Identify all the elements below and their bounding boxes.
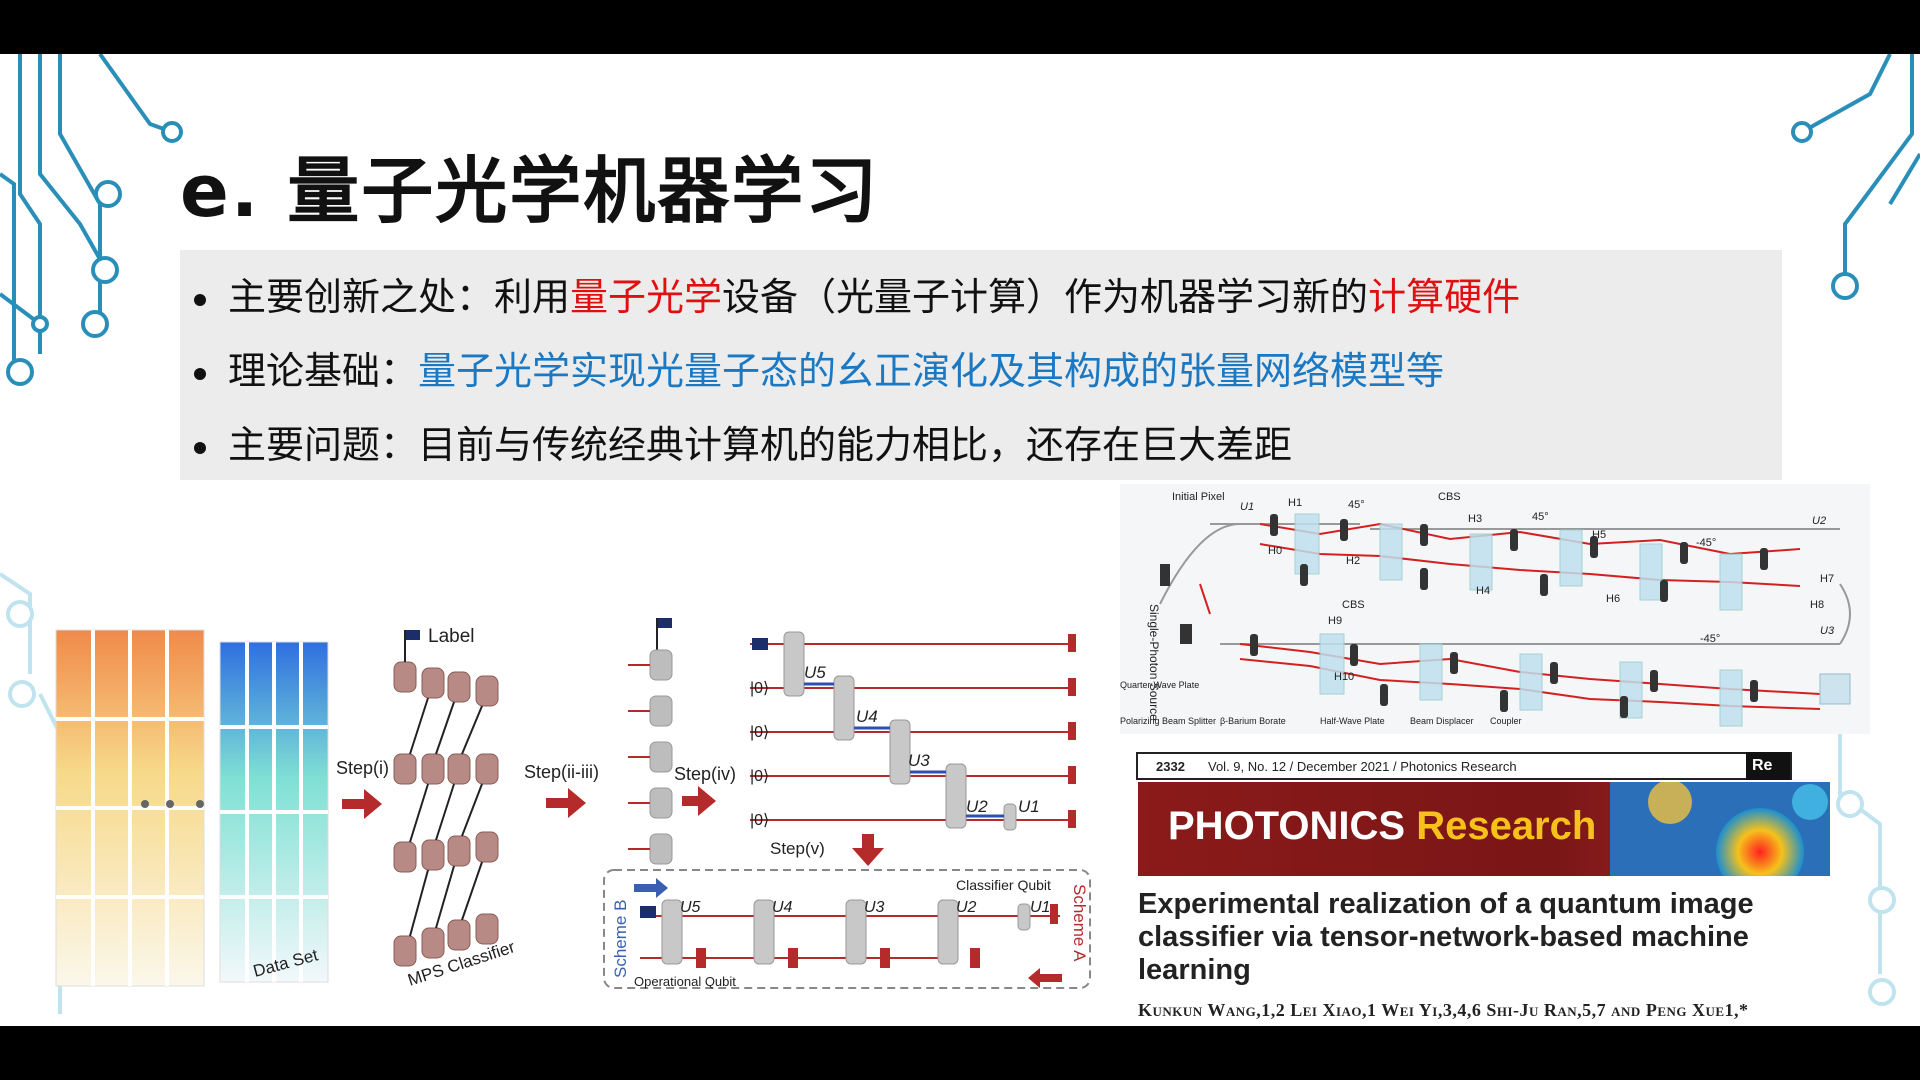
barium-borate-label: β-Barium Borate [1220, 716, 1286, 726]
bullet-text: 利用 [494, 275, 571, 319]
h7-label: H7 [1820, 573, 1834, 585]
h5-label: H5 [1592, 529, 1606, 541]
bullet-highlight-red: 量子光学 [570, 275, 723, 319]
unitary-u2-label: U2 [966, 797, 988, 816]
optics-u3-label: U3 [1820, 625, 1835, 637]
bullet-innovation: 主要创新之处：利用量子光学设备（光量子计算）作为机器学习新的计算硬件 [194, 266, 1520, 321]
scheme-u1-label: U1 [1030, 899, 1050, 916]
bullet-highlight-blue: 量子光学实现光量子态的幺正演化及其构成的张量网络模型等 [418, 349, 1445, 393]
journal-name-highlight: Research [1416, 804, 1597, 848]
bullet-text: 目前与传统经典计算机的能力相比，还存在巨大差距 [418, 423, 1293, 467]
page-number: 2332 [1156, 759, 1185, 774]
cbs-label-lower: CBS [1342, 599, 1365, 611]
h4-label: H4 [1476, 585, 1490, 597]
initial-pixel-label: Initial Pixel [1172, 491, 1225, 503]
staircase-circuit [750, 631, 1076, 831]
image-grid-cool [219, 641, 329, 983]
angle-label: 45° [1348, 499, 1365, 511]
h0-label: H0 [1268, 545, 1282, 557]
unitary-u1-label: U1 [1018, 797, 1040, 816]
step-i-label: Step(i) [336, 758, 389, 778]
re-tag: Re [1746, 752, 1790, 780]
bullet-label: 理论基础： [228, 349, 419, 393]
circuit-decoration-right-faint [1836, 734, 1896, 1006]
unitary-u3-label: U3 [908, 751, 930, 770]
scheme-u4-label: U4 [772, 899, 793, 916]
step-i-arrow-icon [342, 789, 382, 819]
beam-displacer-label: Beam Displacer [1410, 716, 1474, 726]
label-text: Label [428, 626, 475, 647]
ket0-label: |0⟩ [750, 680, 769, 697]
ket-zero-labels: |0⟩ |0⟩ |0⟩ |0⟩ [750, 680, 769, 829]
scheme-b-label: Scheme B [611, 900, 630, 978]
unitary-u5-label: U5 [804, 663, 826, 682]
optics-u1-label: U1 [1240, 501, 1254, 513]
bullet-panel: 主要创新之处：利用量子光学设备（光量子计算）作为机器学习新的计算硬件 理论基础：… [180, 250, 1782, 480]
optical-setup-figure: Initial Pixel CBS CBS Single-Photon Sour… [1120, 484, 1870, 734]
h2-label: H2 [1346, 555, 1360, 567]
paper-title: Experimental realization of a quantum im… [1138, 888, 1754, 986]
scheme-u2-label: U2 [956, 899, 977, 916]
step-iv-arrow-icon [682, 786, 716, 816]
ket0-label: |0⟩ [750, 724, 769, 741]
h10-label: H10 [1334, 671, 1354, 683]
cbs-label: CBS [1438, 491, 1461, 503]
slide-title: e. 量子光学机器学习 [180, 149, 880, 233]
journal-name: PHOTONICS Research [1168, 804, 1596, 849]
bullet-dot-icon [194, 441, 206, 454]
scheme-u3-label: U3 [864, 899, 885, 916]
ket0-label: |0⟩ [750, 812, 769, 829]
circuit-decoration-left [0, 54, 183, 386]
angle-label: -45° [1696, 537, 1716, 549]
angle-label: 45° [1532, 511, 1549, 523]
bullet-label: 主要创新之处： [228, 275, 495, 319]
bullet-highlight-red: 计算硬件 [1368, 275, 1521, 319]
paper-authors: Kunkun Wang,1,2 Lei Xiao,1 Wei Yi,3,4,6 … [1138, 1000, 1749, 1020]
optics-u2-label: U2 [1812, 515, 1826, 527]
scheme-a-label: Scheme A [1070, 884, 1089, 962]
journal-name-part: PHOTONICS [1168, 804, 1417, 848]
scheme-box [603, 869, 1091, 989]
bullet-dot-icon [194, 293, 206, 306]
mps-classifier-figure: Data Set Step(i) Label MPS Classifier St… [55, 618, 1091, 990]
citation-text: Vol. 9, No. 12 / December 2021 / Photoni… [1208, 759, 1517, 774]
slide: e. 量子光学机器学习 主要创新之处：利用量子光学设备（光量子计算）作为机器学习… [0, 54, 1920, 1026]
step-ii-iii-arrow-icon [546, 788, 586, 818]
circuit-decoration-right [1791, 54, 1920, 300]
single-photon-source-label: Single-Photon Source [1147, 604, 1161, 721]
angle-label: -45° [1700, 633, 1720, 645]
bullet-dot-icon [194, 367, 206, 380]
image-grid-warm [55, 629, 205, 987]
paper-citation-bar: 2332 Vol. 9, No. 12 / December 2021 / Ph… [1136, 752, 1792, 780]
bullet-label: 主要问题： [228, 423, 419, 467]
bullet-problem: 主要问题：目前与传统经典计算机的能力相比，还存在巨大差距 [194, 414, 1292, 469]
classifier-qubit-label: Classifier Qubit [956, 877, 1051, 893]
qubit-chain [628, 618, 673, 865]
coupler-label: Coupler [1490, 716, 1522, 726]
mps-lattice [393, 630, 499, 967]
scheme-u5-label: U5 [680, 899, 701, 916]
bullet-theory: 理论基础：量子光学实现光量子态的幺正演化及其构成的张量网络模型等 [194, 340, 1444, 395]
h8-label: H8 [1810, 599, 1824, 611]
bullet-text: 设备（光量子计算）作为机器学习新的 [722, 275, 1369, 319]
step-iv-label: Step(iv) [674, 764, 736, 784]
quarter-wave-plate-label: Quarter-Wave Plate [1120, 680, 1199, 690]
step-v-arrow-icon [852, 834, 884, 866]
h9-label: H9 [1328, 615, 1342, 627]
ket0-label: |0⟩ [750, 768, 769, 785]
h6-label: H6 [1606, 593, 1620, 605]
banner-pattern [1610, 782, 1830, 876]
operational-qubit-label: Operational Qubit [634, 974, 736, 989]
step-v-label: Step(v) [770, 839, 825, 858]
step-ii-iii-label: Step(ii-iii) [524, 762, 599, 782]
h3-label: H3 [1468, 513, 1482, 525]
half-wave-plate-label: Half-Wave Plate [1320, 716, 1385, 726]
journal-banner: PHOTONICS Research [1138, 782, 1830, 876]
h1-label: H1 [1288, 497, 1302, 509]
unitary-u4-label: U4 [856, 707, 878, 726]
polarizing-beam-splitter-label: Polarizing Beam Splitter [1120, 716, 1216, 726]
